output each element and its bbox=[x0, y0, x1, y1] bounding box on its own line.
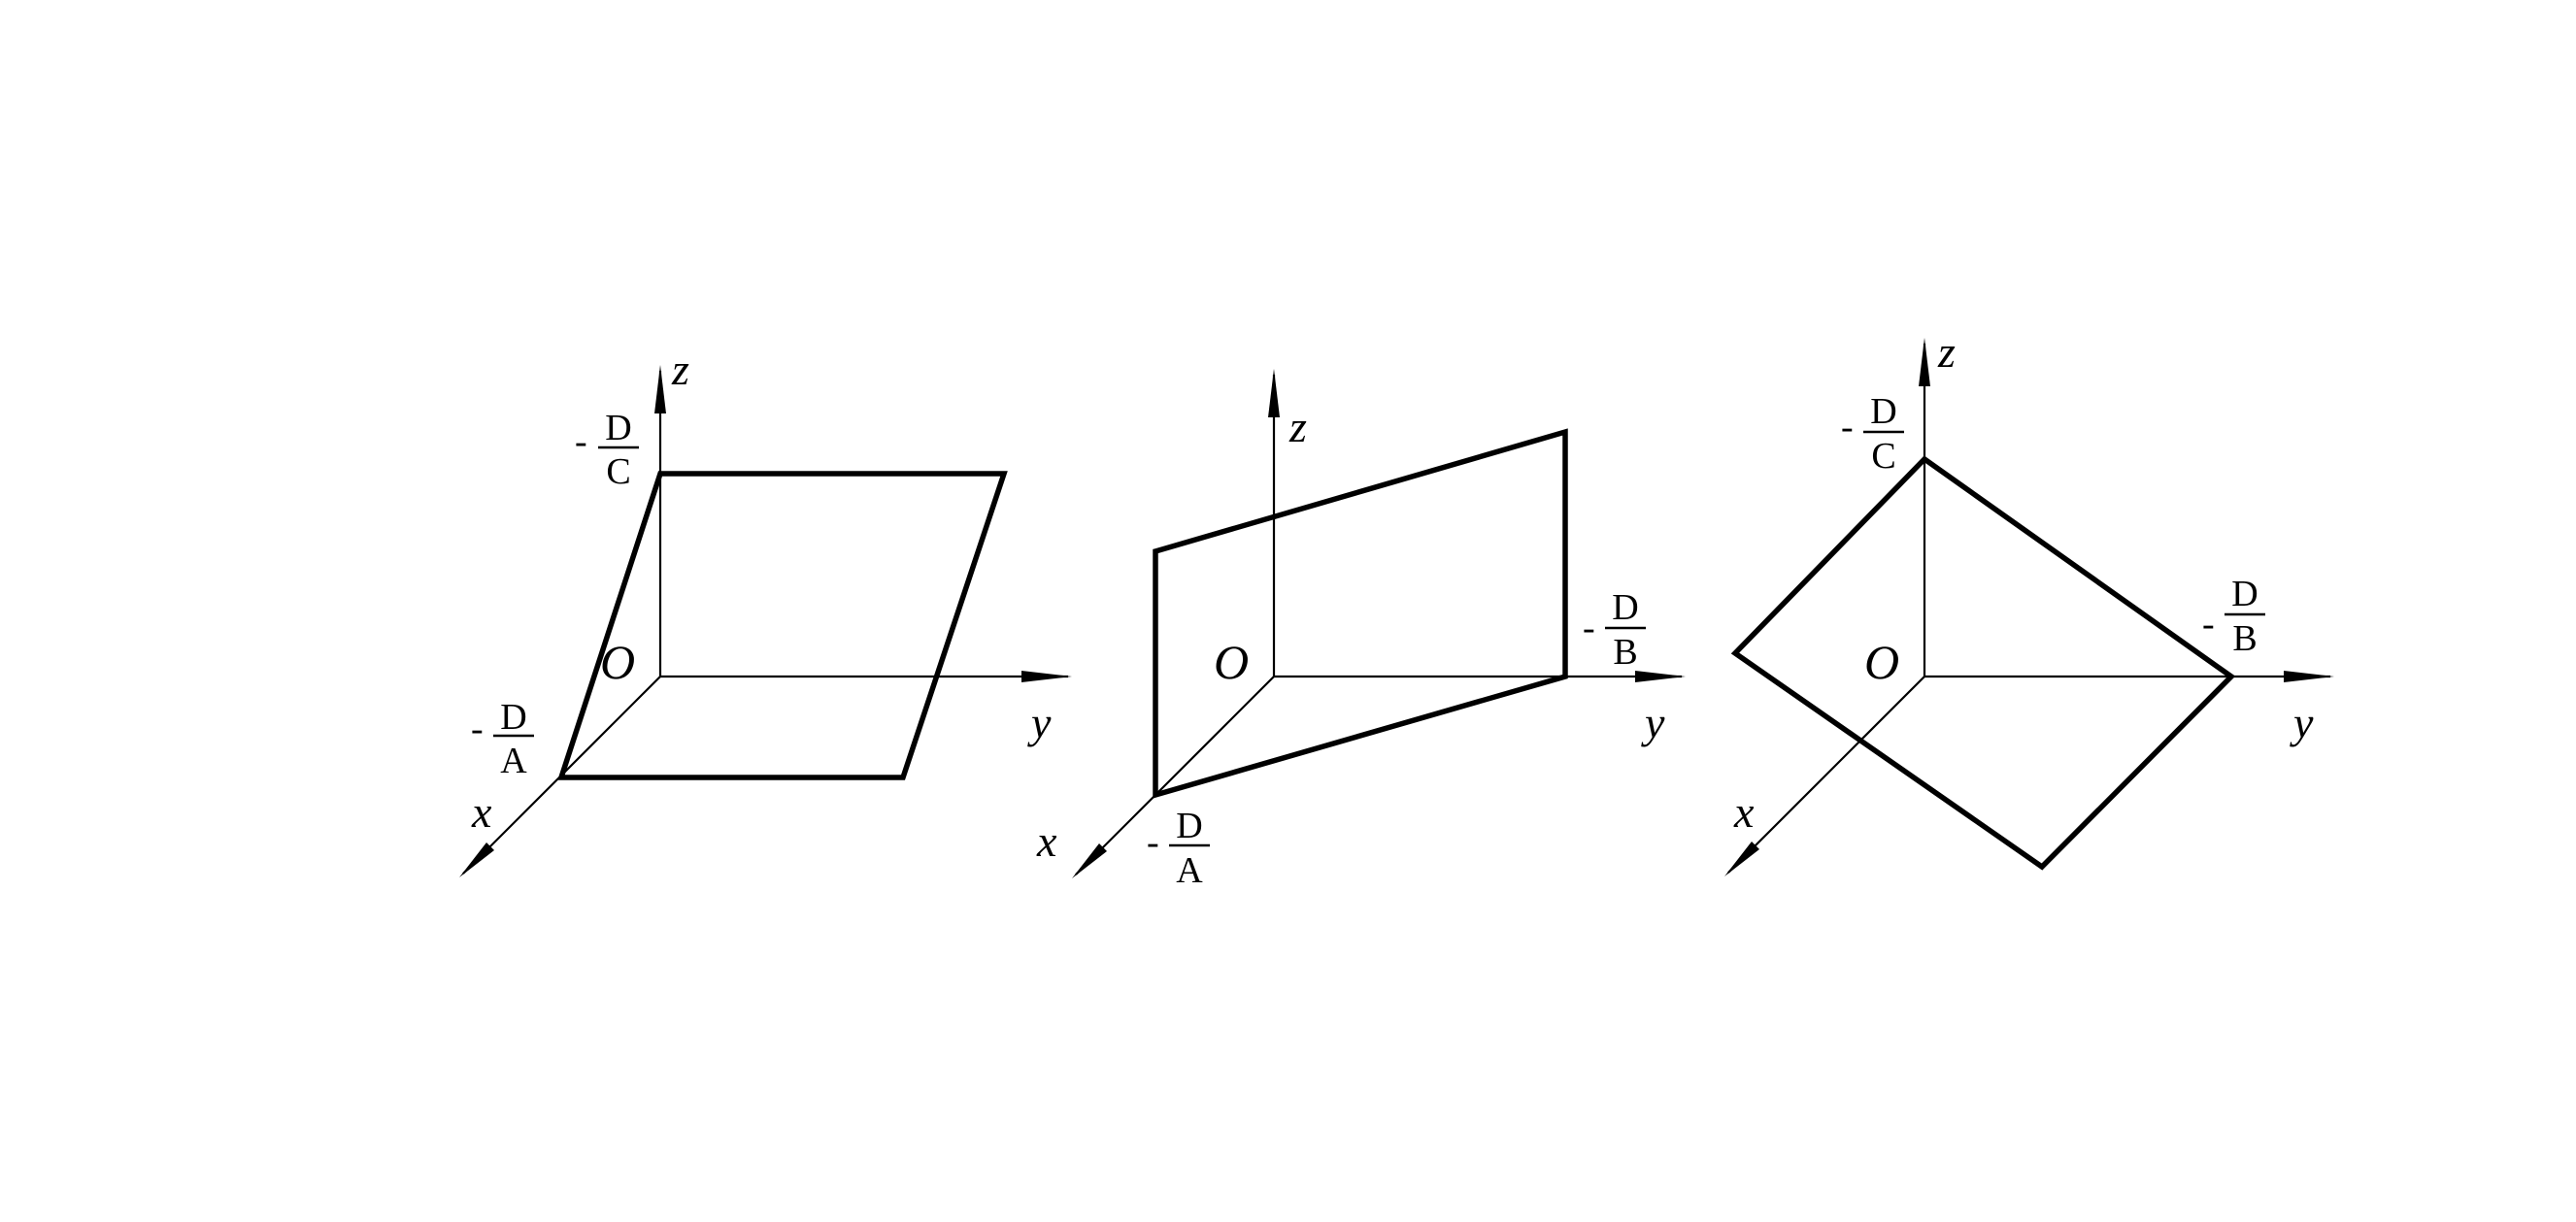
panel-1-z-intercept-denominator: C bbox=[606, 451, 630, 492]
panel-3-y-arrow-icon bbox=[2284, 671, 2334, 682]
panel-2-z-label: z bbox=[1288, 402, 1307, 451]
panel-3-x-label: x bbox=[1733, 787, 1755, 837]
panel-1-y-arrow-icon bbox=[1021, 671, 1072, 682]
panel-3-plane-outline bbox=[1730, 455, 2236, 871]
panel-3-plane-parallel-to-x: z y x O - D C - D B bbox=[1724, 327, 2334, 876]
panel-3-y-label: y bbox=[2290, 698, 2314, 747]
panel-3-z-intercept: - D C bbox=[1841, 391, 1904, 477]
panel-2-x-intercept: - D A bbox=[1147, 806, 1210, 891]
panel-2-x-intercept-denominator: A bbox=[1176, 850, 1203, 891]
panel-3-y-intercept: - D B bbox=[2202, 574, 2265, 659]
panel-1-z-intercept-numerator: D bbox=[605, 408, 631, 448]
panel-2-x-intercept-sign: - bbox=[1147, 822, 1159, 863]
panel-2-plane-parallel-to-z: z y x O - D B - D A bbox=[1036, 369, 1686, 891]
panel-3-x-axis bbox=[1727, 676, 1925, 874]
panel-3-z-arrow-icon bbox=[1919, 338, 1930, 386]
panel-1-z-arrow-icon bbox=[654, 365, 666, 413]
panel-2-origin-label: O bbox=[1214, 635, 1249, 689]
panel-2-y-intercept: - D B bbox=[1583, 587, 1646, 673]
panel-3-y-intercept-sign: - bbox=[2202, 604, 2215, 644]
panel-3-x-arrow-icon bbox=[1724, 842, 1759, 876]
panel-2-plane-outline bbox=[1153, 428, 1568, 799]
panel-1-z-intercept-sign: - bbox=[575, 421, 587, 462]
panel-2-z-arrow-icon bbox=[1268, 369, 1280, 417]
panel-3-z-intercept-numerator: D bbox=[1870, 391, 1896, 432]
panel-2-x-intercept-numerator: D bbox=[1176, 806, 1202, 846]
panel-3-z-label: z bbox=[1937, 327, 1956, 377]
panel-2-y-intercept-denominator: B bbox=[1613, 632, 1637, 673]
panel-1-x-label: x bbox=[471, 787, 492, 837]
panel-1-x-arrow-icon bbox=[459, 842, 494, 877]
panel-1-z-intercept: - D C bbox=[575, 408, 639, 492]
panel-1-x-intercept-numerator: D bbox=[500, 697, 526, 738]
panel-1-origin-label: O bbox=[600, 635, 635, 689]
panel-3-origin-label: O bbox=[1864, 635, 1899, 689]
panel-2-y-intercept-sign: - bbox=[1583, 608, 1595, 648]
panel-2-x-axis bbox=[1075, 676, 1275, 875]
panel-3-z-intercept-denominator: C bbox=[1871, 436, 1895, 477]
panel-1-x-intercept-sign: - bbox=[471, 709, 484, 749]
panel-3-y-intercept-denominator: B bbox=[2232, 618, 2257, 659]
panel-2-x-label: x bbox=[1036, 816, 1057, 866]
panel-1-z-label: z bbox=[671, 345, 689, 394]
panel-3-z-intercept-sign: - bbox=[1841, 407, 1854, 447]
panel-2-y-intercept-numerator: D bbox=[1612, 587, 1638, 628]
panel-1-x-intercept-denominator: A bbox=[500, 741, 527, 781]
panel-1-plane-outline bbox=[557, 471, 1008, 780]
panel-1-x-intercept: - D A bbox=[471, 697, 534, 781]
panel-3-y-intercept-numerator: D bbox=[2231, 574, 2258, 614]
panel-2-y-label: y bbox=[1641, 698, 1665, 747]
panel-2-y-arrow-icon bbox=[1635, 671, 1686, 682]
panel-2-x-arrow-icon bbox=[1072, 843, 1107, 878]
panel-1-plane-parallel-to-y: z y x O - D C - D A bbox=[459, 345, 1072, 877]
panel-1-y-label: y bbox=[1027, 698, 1052, 747]
